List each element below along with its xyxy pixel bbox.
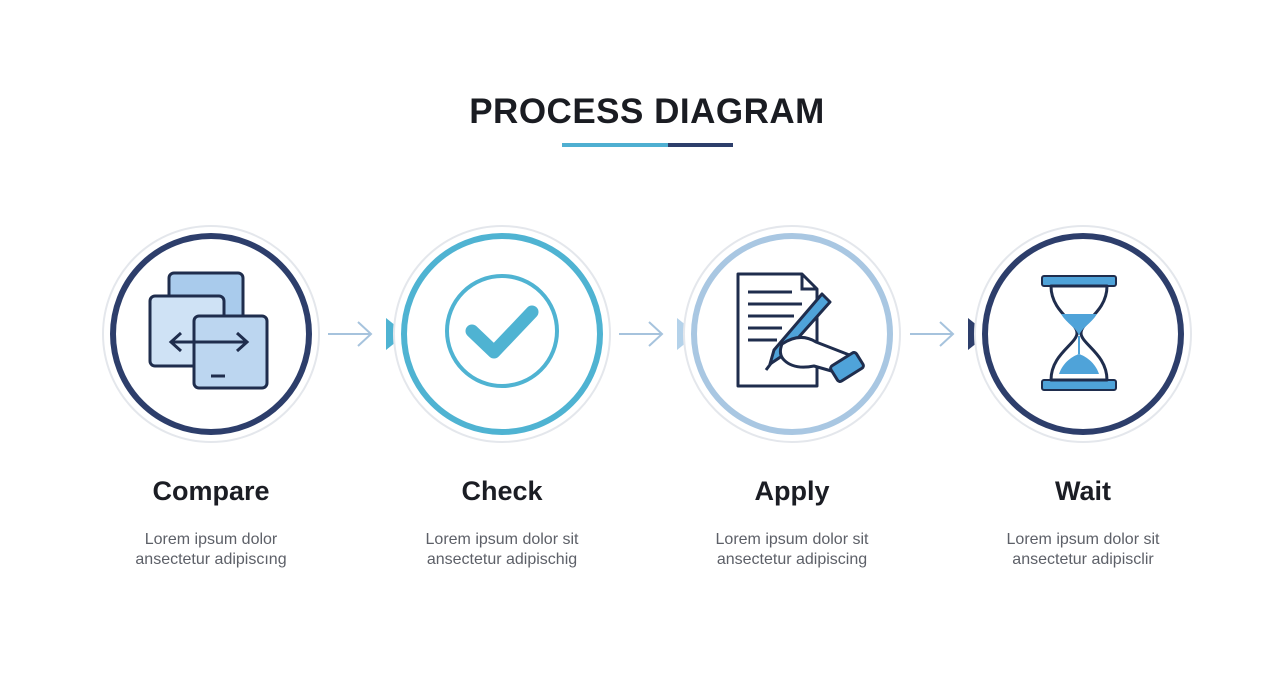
step-description-line: ansectetur adipiscıng	[135, 551, 287, 568]
compare-windows-icon	[148, 271, 269, 390]
step-description-line: Lorem ipsum dolor sit	[425, 531, 579, 548]
title-underline-dark	[668, 143, 733, 147]
step-description-check: Lorem ipsum dolor sit ansectetur adipisc…	[352, 530, 652, 570]
step-circle-compare	[101, 224, 321, 444]
step-label-check: Check	[461, 476, 543, 506]
step-circle-wait	[973, 224, 1193, 444]
step-label-apply: Apply	[754, 476, 830, 506]
step-description-line: Lorem ipsum dolor	[144, 531, 278, 548]
document-signing-icon	[736, 272, 865, 388]
step-description-line: Lorem ipsum dolor sit	[1006, 531, 1160, 548]
step-description-compare: Lorem ipsum dolor ansectetur adipiscıng	[61, 530, 361, 570]
hourglass-icon	[1041, 275, 1117, 391]
process-step-wait: Wait Lorem ipsum dolor sit ansectetur ad…	[973, 0, 1193, 698]
step-label-wait: Wait	[1055, 476, 1111, 506]
process-step-apply: Apply Lorem ipsum dolor sit ansectetur a…	[682, 0, 902, 698]
diagram-title: PROCESS DIAGRAM	[469, 92, 825, 131]
step-description-wait: Lorem ipsum dolor sit ansectetur adipisc…	[933, 530, 1233, 570]
step-description-apply: Lorem ipsum dolor sit ansectetur adipisc…	[642, 530, 942, 570]
process-step-compare: Compare Lorem ipsum dolor ansectetur adi…	[101, 0, 321, 698]
step-circle-check	[392, 224, 612, 444]
step-description-line: ansectetur adipisclir	[1012, 551, 1154, 568]
step-label-compare: Compare	[152, 476, 270, 506]
step-description-line: Lorem ipsum dolor sit	[715, 531, 869, 548]
step-circle-apply	[682, 224, 902, 444]
title-underline-accent	[562, 143, 668, 147]
checkmark-circle-icon	[445, 274, 559, 388]
step-description-line: ansectetur adipiscing	[716, 551, 868, 568]
process-step-check: Check Lorem ipsum dolor sit ansectetur a…	[392, 0, 612, 698]
step-description-line: ansectetur adipischig	[426, 551, 578, 568]
